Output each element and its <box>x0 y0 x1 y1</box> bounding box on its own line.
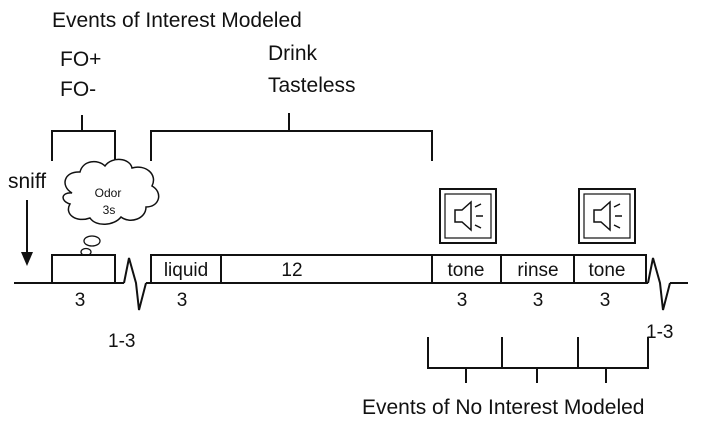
tasteless-label: Tasteless <box>268 74 356 97</box>
drink-label: Drink <box>268 42 318 65</box>
sniff-label: sniff <box>8 170 46 193</box>
odor-segment <box>51 254 116 284</box>
drink-segment <box>150 254 433 284</box>
odor-word: Odor <box>95 186 122 200</box>
rinse-duration-value: 3 <box>533 290 544 311</box>
events-of-interest-title: Events of Interest Modeled <box>52 9 302 32</box>
tone-label-2: tone <box>589 260 626 281</box>
jitter-interval-1: 1-3 <box>108 331 135 352</box>
no-interest-segment <box>431 254 647 284</box>
fo-plus-label: FO+ <box>60 48 101 71</box>
odor-duration: 3s <box>103 203 116 217</box>
odor-bracket <box>51 115 116 161</box>
fo-minus-label: FO- <box>60 78 96 101</box>
tone1-duration-value: 3 <box>457 290 468 311</box>
drink-bracket <box>150 113 433 161</box>
sniff-arrow <box>21 200 33 266</box>
tone2-duration-value: 3 <box>600 290 611 311</box>
speaker-icon <box>439 188 497 244</box>
rinse-label: rinse <box>517 260 558 281</box>
speaker-icon <box>578 188 636 244</box>
jitter-interval-2: 1-3 <box>646 322 673 343</box>
events-no-interest-label: Events of No Interest Modeled <box>362 396 645 419</box>
tone-label-1: tone <box>448 260 485 281</box>
liquid-duration-value: 3 <box>177 290 188 311</box>
odor-duration-value: 3 <box>75 290 86 311</box>
no-interest-bracket <box>427 337 649 383</box>
drink-duration-label: 12 <box>281 260 302 281</box>
liquid-label: liquid <box>164 260 208 281</box>
